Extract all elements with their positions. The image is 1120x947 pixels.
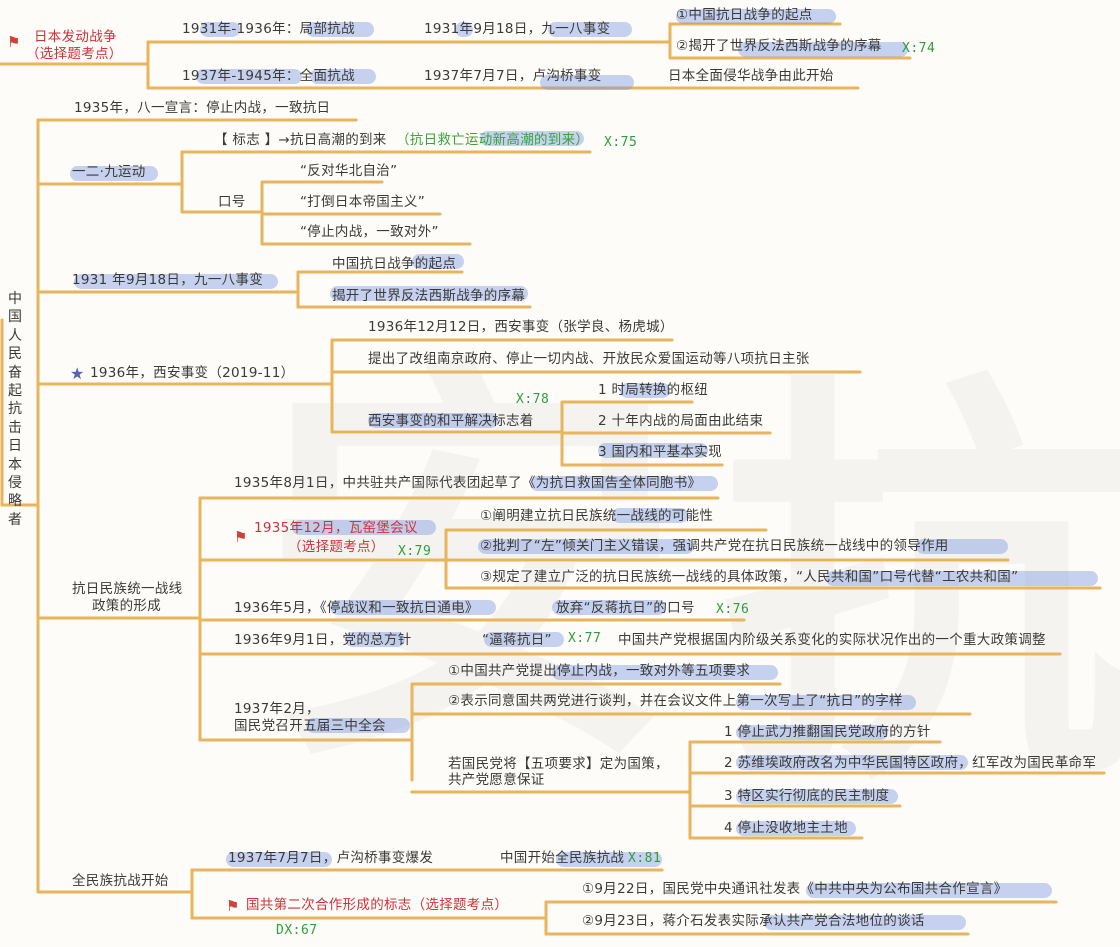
s7-row-2-title: 国共第二次合作形成的标志（选择题考点） [246,897,509,913]
s6-title: 政策的形成 [92,598,161,614]
s1-exam-mark: X:74 [902,41,936,56]
s3-slogan: “反对华北自治” [300,163,398,179]
s6-title: 抗日民族统一战线 [72,581,183,597]
star-icon: ★ [70,364,85,383]
s6-row-5-condition: 若国民党将【五项要求】定为国策， [448,756,669,772]
s6-row-5-item: ①中国共产党提出停止内战，一致对外等五项要求 [448,663,751,679]
s6-row-1: 1935年8月1日，中共驻共产国际代表团起草了《为抗日救国告全体同胞书》 [234,475,702,491]
s1-phase1: 1931年-1936年：局部抗战 [182,21,355,37]
watermark: 安 [260,325,680,814]
s4-significance-1: 中国抗日战争的起点 [332,256,457,272]
s6-row-4-slogan: “逼蒋抗日” [482,632,552,648]
root-title: 中国人民奋起抗击日本侵略者 [8,291,22,528]
s7-row-1-result: 中国开始全民族抗战 [500,850,625,866]
s5-item-1: 1936年12月12日，西安事变（张学良、杨虎城） [368,319,674,335]
s3-slogan-label: 口号 [218,194,246,210]
s6-row-2-item: ②批判了“左”倾关门主义错误，强调共产党在抗日民族统一战线中的领导作用 [480,538,949,554]
s6-row-2-title: 1935年12月，瓦窑堡会议 [254,520,418,536]
s1-title-tag: （选择题考点） [26,46,123,62]
s6-row-2-exam-mark: X:79 [398,544,432,559]
s6-row-5-sub-item: 2 苏维埃政府改名为中华民国特区政府，红军改为国民革命军 [724,755,1097,771]
s5-item-2: 提出了改组南京政府、停止一切内战、开放民众爱国运动等八项抗日主张 [368,351,810,367]
s1-phase2-event: 1937年7月7日，卢沟桥事变 [424,68,602,84]
s6-row-5-date: 1937年2月， [234,701,320,717]
s5-sub-item: 3 国内和平基本实现 [598,444,722,460]
s4-title: 1931 年9月18日，九一八事变 [72,272,264,288]
s7-row-1: 1937年7月7日，卢沟桥事变爆发 [228,850,434,866]
s7-row-2-item: ②9月23日，蒋介石发表实际承认共产党合法地位的谈话 [582,913,925,929]
s6-row-2-item: ③规定了建立广泛的抗日民族统一战线的具体政策，“人民共和国”口号代替“工农共和国… [480,569,1019,585]
s6-row-4-note: 中国共产党根据国内阶级关系变化的实际状况作出的一个重大政策调整 [618,632,1046,648]
s1-phase2-result: 日本全面侵华战争由此开始 [668,68,834,84]
s5-sub-item: 2 十年内战的局面由此结束 [598,413,764,429]
flag-icon: ⚑ [234,528,248,546]
s1-phase1-event: 1931年9月18日，九一八事变 [424,21,611,37]
s3-slogan: “打倒日本帝国主义” [300,194,425,210]
s1-phase2: 1937年-1945年：全面抗战 [182,68,355,84]
s6-row-2-tag: （选择题考点） [288,539,385,555]
s7-title: 全民族抗战开始 [72,873,169,889]
s6-row-5-condition: 共产党愿意保证 [448,772,545,788]
s5-title: 1936年，西安事变（2019-11） [90,365,295,381]
s6-row-5-item: ②表示同意国共两党进行谈判，并在会议文件上第一次写上了“抗日”的字样 [448,693,903,709]
s3-slogan: “停止内战，一致对外” [300,224,439,240]
s6-row-3-text: 放弃“反蒋抗日”的口号 [556,600,695,616]
flag-icon: ⚑ [226,897,240,915]
s6-row-5-sub-item: 1 停止武力推翻国民党政府的方针 [724,724,931,740]
s4-significance-2: 揭开了世界反法西斯战争的序幕 [332,288,526,304]
s1-phase1-significance-1: ①中国抗日战争的起点 [676,7,813,23]
s1-title: 日本发动战争 [34,29,117,45]
s6-row-4-exam-mark: X:77 [568,631,602,646]
s6-row-5-sub-item: 3 特区实行彻底的民主制度 [724,788,890,804]
s3-exam-mark: X:75 [604,135,638,150]
flag-icon: ⚑ [7,33,21,51]
s7-row-2-exam-mark: DX:67 [276,923,318,938]
s5-sub-item: 1 时局转换的枢纽 [598,382,709,398]
s1-phase1-significance-2: ②揭开了世界反法西斯战争的序幕 [676,38,882,54]
s6-row-3-date: 1936年5月，《停战议和一致抗日通电》 [234,600,479,616]
s5-item-3: 西安事变的和平解决标志着 [368,413,534,429]
s6-row-2-item: ①阐明建立抗日民族统一战线的可能性 [480,508,714,524]
s6-row-5-meeting: 国民党召开五届三中全会 [234,718,386,734]
s3-sign-note: （抗日救亡运动新高潮的到来） [396,132,590,148]
s3-title: 一二·九运动 [72,164,146,180]
s7-row-1-exam-mark: X:81 [628,851,662,866]
s2-text: 1935年，八一宣言：停止内战，一致抗日 [74,100,331,116]
s6-row-3-exam-mark: X:76 [716,602,750,617]
s6-row-4-date: 1936年9月1日，党的总方针 [234,632,412,648]
s5-exam-mark: X:78 [516,392,550,407]
s6-row-5-sub-item: 4 停止没收地主土地 [724,820,848,836]
s3-sign: 【 标志 】→抗日高潮的到来 [214,132,387,148]
s7-row-2-item: ①9月22日，国民党中央通讯社发表《中共中央为公布国共合作宣言》 [582,881,1008,897]
